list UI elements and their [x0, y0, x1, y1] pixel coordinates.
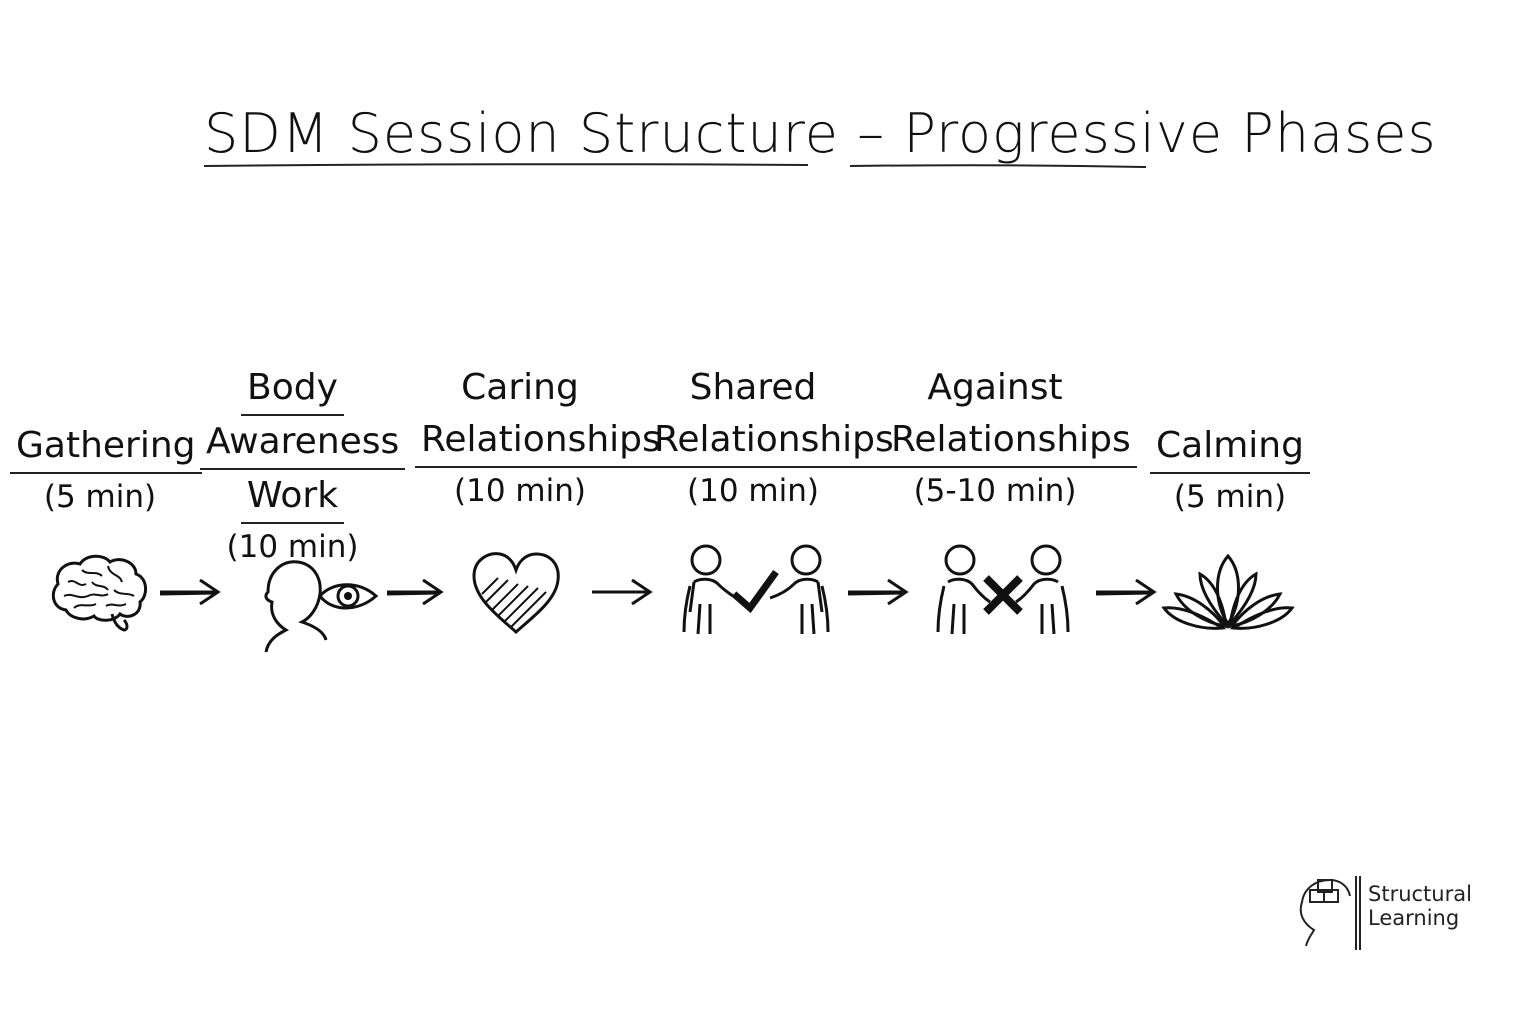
phase-label: Work [240, 470, 345, 524]
lotus-icon [1161, 553, 1295, 630]
phase-duration: (10 min) [687, 473, 819, 509]
structural-learning-logo [1299, 876, 1361, 950]
heart-icon [472, 552, 560, 635]
logo-text: Structural Learning [1368, 882, 1472, 930]
phase-label: Against [927, 367, 1063, 408]
arrow-icon [1095, 578, 1157, 606]
phase-label: Gathering [10, 420, 202, 474]
phase-calming: Calming (5 min) [1140, 420, 1320, 520]
phase-duration: (10 min) [226, 529, 359, 565]
phase-label: Awareness [200, 416, 406, 470]
brain-icon [51, 554, 147, 632]
title-underline [203, 163, 1147, 168]
logo-text-line-2: Learning [1368, 906, 1460, 930]
head-eye-icon [264, 560, 379, 653]
phase-label: Calming [1150, 420, 1310, 474]
phase-gathering: Gathering (5 min) [10, 420, 202, 520]
phase-label: Relationships [648, 414, 900, 468]
page-title: SDM Session Structure – Progressive Phas… [204, 102, 1437, 165]
arrow-icon [159, 578, 221, 606]
arrow-icon [847, 578, 909, 606]
phase-label: Relationships [885, 414, 1137, 468]
phase-duration: (5-10 min) [913, 473, 1077, 509]
phase-label: Relationships [415, 414, 667, 468]
phase-duration: (10 min) [454, 473, 586, 509]
people-check-icon [682, 544, 830, 635]
phase-label: Caring [461, 367, 579, 408]
phase-duration: (5 min) [43, 479, 157, 515]
phase-body-awareness-work: Body Awareness Work (10 min) [200, 362, 406, 570]
phase-shared-relationships: Shared Relationships (10 min) [648, 362, 900, 514]
phase-against-relationships: Against Relationships (5-10 min) [885, 362, 1137, 514]
phase-label: Body [241, 362, 344, 416]
phase-duration: (5 min) [1173, 479, 1287, 515]
phase-label: Shared [689, 367, 817, 408]
logo-text-line-1: Structural [1368, 882, 1472, 906]
people-cross-icon [936, 544, 1070, 635]
arrow-icon [386, 578, 444, 606]
arrow-icon [592, 578, 653, 606]
phase-caring-relationships: Caring Relationships (10 min) [415, 362, 667, 514]
